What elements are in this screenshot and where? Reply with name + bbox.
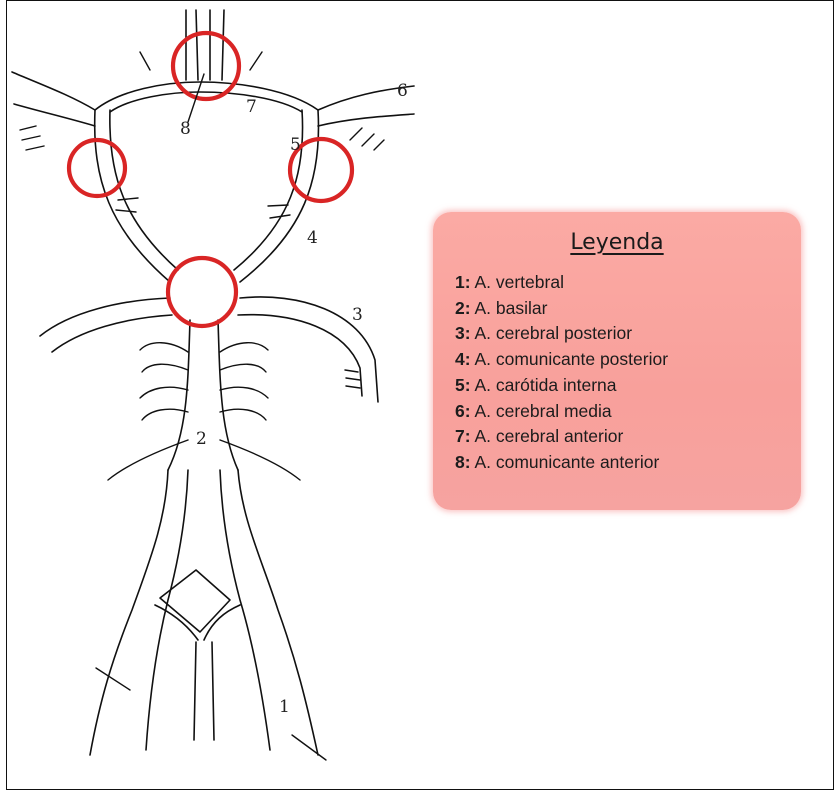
legend-item-text: A. cerebral anterior: [474, 426, 623, 446]
legend-item-number: 2:: [455, 298, 471, 318]
label-3: 3: [352, 305, 363, 325]
basilar-artery: [108, 320, 300, 480]
legend-item-number: 4:: [455, 349, 471, 369]
legend-item-text: A. basilar: [474, 298, 547, 318]
legend-item-text: A. comunicante anterior: [474, 452, 659, 472]
label-7: 7: [246, 97, 257, 117]
legend-item-number: 5:: [455, 375, 471, 395]
legend-item-text: A. cerebral media: [474, 401, 611, 421]
legend-item: 5: A. carótida interna: [455, 373, 668, 399]
legend-box: Leyenda 1: A. vertebral 2: A. basilar 3:…: [433, 212, 801, 510]
legend-item-number: 8:: [455, 452, 471, 472]
anterior-cerebral-arteries: [12, 10, 414, 150]
legend-item-text: A. carótida interna: [474, 375, 616, 395]
legend-item: 2: A. basilar: [455, 296, 668, 322]
diagram-labels: 1 2 3 4 5 6 7 8: [180, 74, 408, 717]
legend-item-number: 1:: [455, 272, 471, 292]
legend-item-text: A. comunicante posterior: [474, 349, 668, 369]
vertebral-arteries: [90, 470, 326, 760]
posterior-cerebral-arteries: [40, 297, 378, 402]
legend-item-number: 3:: [455, 323, 471, 343]
legend-item: 7: A. cerebral anterior: [455, 424, 668, 450]
legend-item-text: A. vertebral: [474, 272, 563, 292]
highlight-circle: [69, 140, 125, 196]
legend-item: 4: A. comunicante posterior: [455, 347, 668, 373]
circle-of-willis-diagram: 1 2 3 4 5 6 7 8: [0, 0, 430, 794]
label-5: 5: [290, 135, 301, 155]
legend-item-number: 7:: [455, 426, 471, 446]
legend-title: Leyenda: [433, 230, 801, 255]
label-4: 4: [307, 228, 318, 248]
legend-item-number: 6:: [455, 401, 471, 421]
legend-item: 6: A. cerebral media: [455, 399, 668, 425]
highlight-circle: [168, 258, 236, 326]
legend-item-text: A. cerebral posterior: [474, 323, 632, 343]
label-1: 1: [279, 697, 290, 717]
legend-item: 3: A. cerebral posterior: [455, 321, 668, 347]
label-2: 2: [196, 429, 207, 449]
legend-item: 1: A. vertebral: [455, 270, 668, 296]
legend-list: 1: A. vertebral 2: A. basilar 3: A. cere…: [455, 270, 668, 476]
legend-item: 8: A. comunicante anterior: [455, 450, 668, 476]
label-6: 6: [397, 81, 408, 101]
highlight-circle: [173, 33, 239, 99]
label-8: 8: [180, 119, 191, 139]
